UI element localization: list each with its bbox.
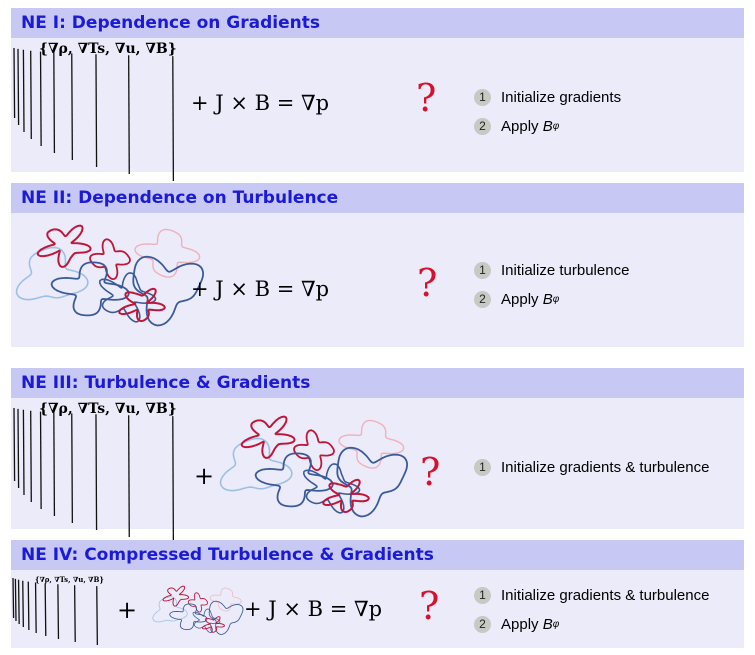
gradient-line — [95, 54, 98, 168]
panel-ne-4: NE IV: Compressed Turbulence & Gradients… — [11, 540, 744, 648]
step-number: 2 — [474, 615, 491, 633]
panel-ne-1: NE I: Dependence on Gradients {∇ρ, ∇Ts, … — [11, 8, 744, 182]
gradient-line — [22, 580, 24, 628]
panel-ne-2: NE II: Dependence on Turbulence + J × B … — [11, 183, 744, 347]
gradient-line — [73, 585, 76, 643]
panel-header: NE III: Turbulence & Gradients — [11, 368, 744, 398]
gradient-line — [13, 47, 16, 119]
question-mark: ? — [417, 261, 438, 305]
gradient-line — [27, 581, 30, 631]
gradient-line — [14, 578, 17, 622]
gradient-line — [39, 51, 42, 147]
question-mark: ? — [420, 450, 441, 494]
gradient-line — [53, 52, 56, 154]
plus-sign: + — [194, 462, 215, 490]
turbulence-blob — [169, 603, 208, 630]
turbulence-blob — [322, 478, 370, 514]
gradient-line — [71, 53, 74, 161]
turbulence-graphic — [152, 585, 244, 635]
gradient-line — [39, 411, 42, 510]
panel-header: NE IV: Compressed Turbulence & Gradients — [11, 540, 744, 570]
panel-header: NE I: Dependence on Gradients — [11, 8, 744, 38]
step-number: 1 — [474, 458, 491, 476]
turbulence-blob — [303, 463, 361, 514]
step-number: 1 — [474, 586, 491, 604]
turbulence-blob — [219, 437, 293, 492]
gradient-line — [13, 407, 16, 482]
gradient-line — [172, 56, 175, 182]
force-balance-equation: + J × B = ∇p — [244, 597, 383, 621]
step-number: 1 — [474, 261, 491, 279]
turbulence-blob — [162, 585, 190, 607]
turbulence-blob — [99, 272, 157, 323]
turbulence-blob — [118, 287, 166, 323]
question-mark: ? — [416, 76, 437, 120]
gradient-line — [128, 415, 130, 538]
turbulence-blob — [36, 224, 92, 268]
gradient-lines-graphic — [13, 47, 175, 182]
gradient-line — [17, 579, 20, 625]
plus-sign: + — [117, 596, 138, 624]
turbulence-blob — [254, 452, 334, 508]
turbulence-blob — [15, 246, 89, 301]
gradient-line — [71, 413, 74, 524]
gradient-line — [44, 583, 47, 637]
step-item: 1 Initialize gradients & turbulence — [474, 584, 709, 606]
gradient-line — [128, 55, 130, 175]
gradient-set: {∇ρ, ∇Ts, ∇u, ∇B} — [35, 575, 104, 584]
gradient-set: {∇ρ, ∇Ts, ∇u, ∇B} — [39, 401, 177, 417]
gradient-line — [95, 414, 98, 531]
gradient-line — [57, 584, 60, 640]
gradient-line — [30, 50, 32, 140]
force-balance-equation: + J × B = ∇p — [191, 91, 330, 115]
gradient-line — [30, 410, 32, 503]
step-number: 1 — [474, 88, 491, 106]
turbulence-blob — [201, 616, 225, 633]
turbulence-blob — [89, 238, 131, 280]
gradient-lines-graphic — [13, 407, 175, 545]
gradient-line — [17, 48, 20, 126]
step-item: 1 Initialize turbulence — [474, 259, 629, 281]
turbulence-blob — [132, 255, 205, 327]
turbulence-blob — [152, 596, 188, 623]
gradient-line — [22, 409, 25, 496]
panel-title: NE II: Dependence on Turbulence — [21, 188, 339, 208]
panel-title: NE I: Dependence on Gradients — [21, 13, 320, 33]
force-balance-equation: + J × B = ∇p — [191, 277, 330, 301]
turbulence-graphic — [219, 415, 409, 518]
step-number: 2 — [474, 117, 491, 135]
turbulence-blob — [192, 608, 221, 634]
gradient-lines-graphic — [12, 577, 98, 646]
turbulence-blob — [50, 261, 130, 317]
gradient-line — [53, 412, 56, 517]
step-number: 2 — [474, 290, 491, 308]
turbulence-blob — [240, 415, 296, 459]
step-item: 1 Initialize gradients — [474, 86, 621, 108]
step-list: 1 Initialize gradients & turbulence 2 Ap… — [474, 584, 709, 642]
panel-header: NE II: Dependence on Turbulence — [11, 183, 744, 213]
gradient-line — [22, 49, 25, 133]
gradient-line — [96, 586, 98, 646]
gradient-line — [12, 577, 15, 619]
panel-ne-3: NE III: Turbulence & Gradients {∇ρ, ∇Ts,… — [11, 368, 744, 545]
turbulence-blob — [187, 592, 209, 613]
panel-title: NE IV: Compressed Turbulence & Gradients — [21, 545, 434, 565]
gradient-set: {∇ρ, ∇Ts, ∇u, ∇B} — [39, 41, 177, 57]
gradient-line — [172, 416, 175, 545]
turbulence-blob — [293, 429, 335, 471]
gradient-line — [34, 582, 37, 634]
turbulence-blob — [336, 446, 409, 518]
panel-title: NE III: Turbulence & Gradients — [21, 373, 311, 393]
turbulence-blob — [208, 600, 244, 635]
step-list: 1 Initialize gradients & turbulence — [474, 456, 709, 485]
gradient-line — [17, 408, 20, 489]
turbulence-graphic — [15, 224, 205, 327]
question-mark: ? — [419, 584, 440, 628]
step-item: 1 Initialize gradients & turbulence — [474, 456, 709, 478]
